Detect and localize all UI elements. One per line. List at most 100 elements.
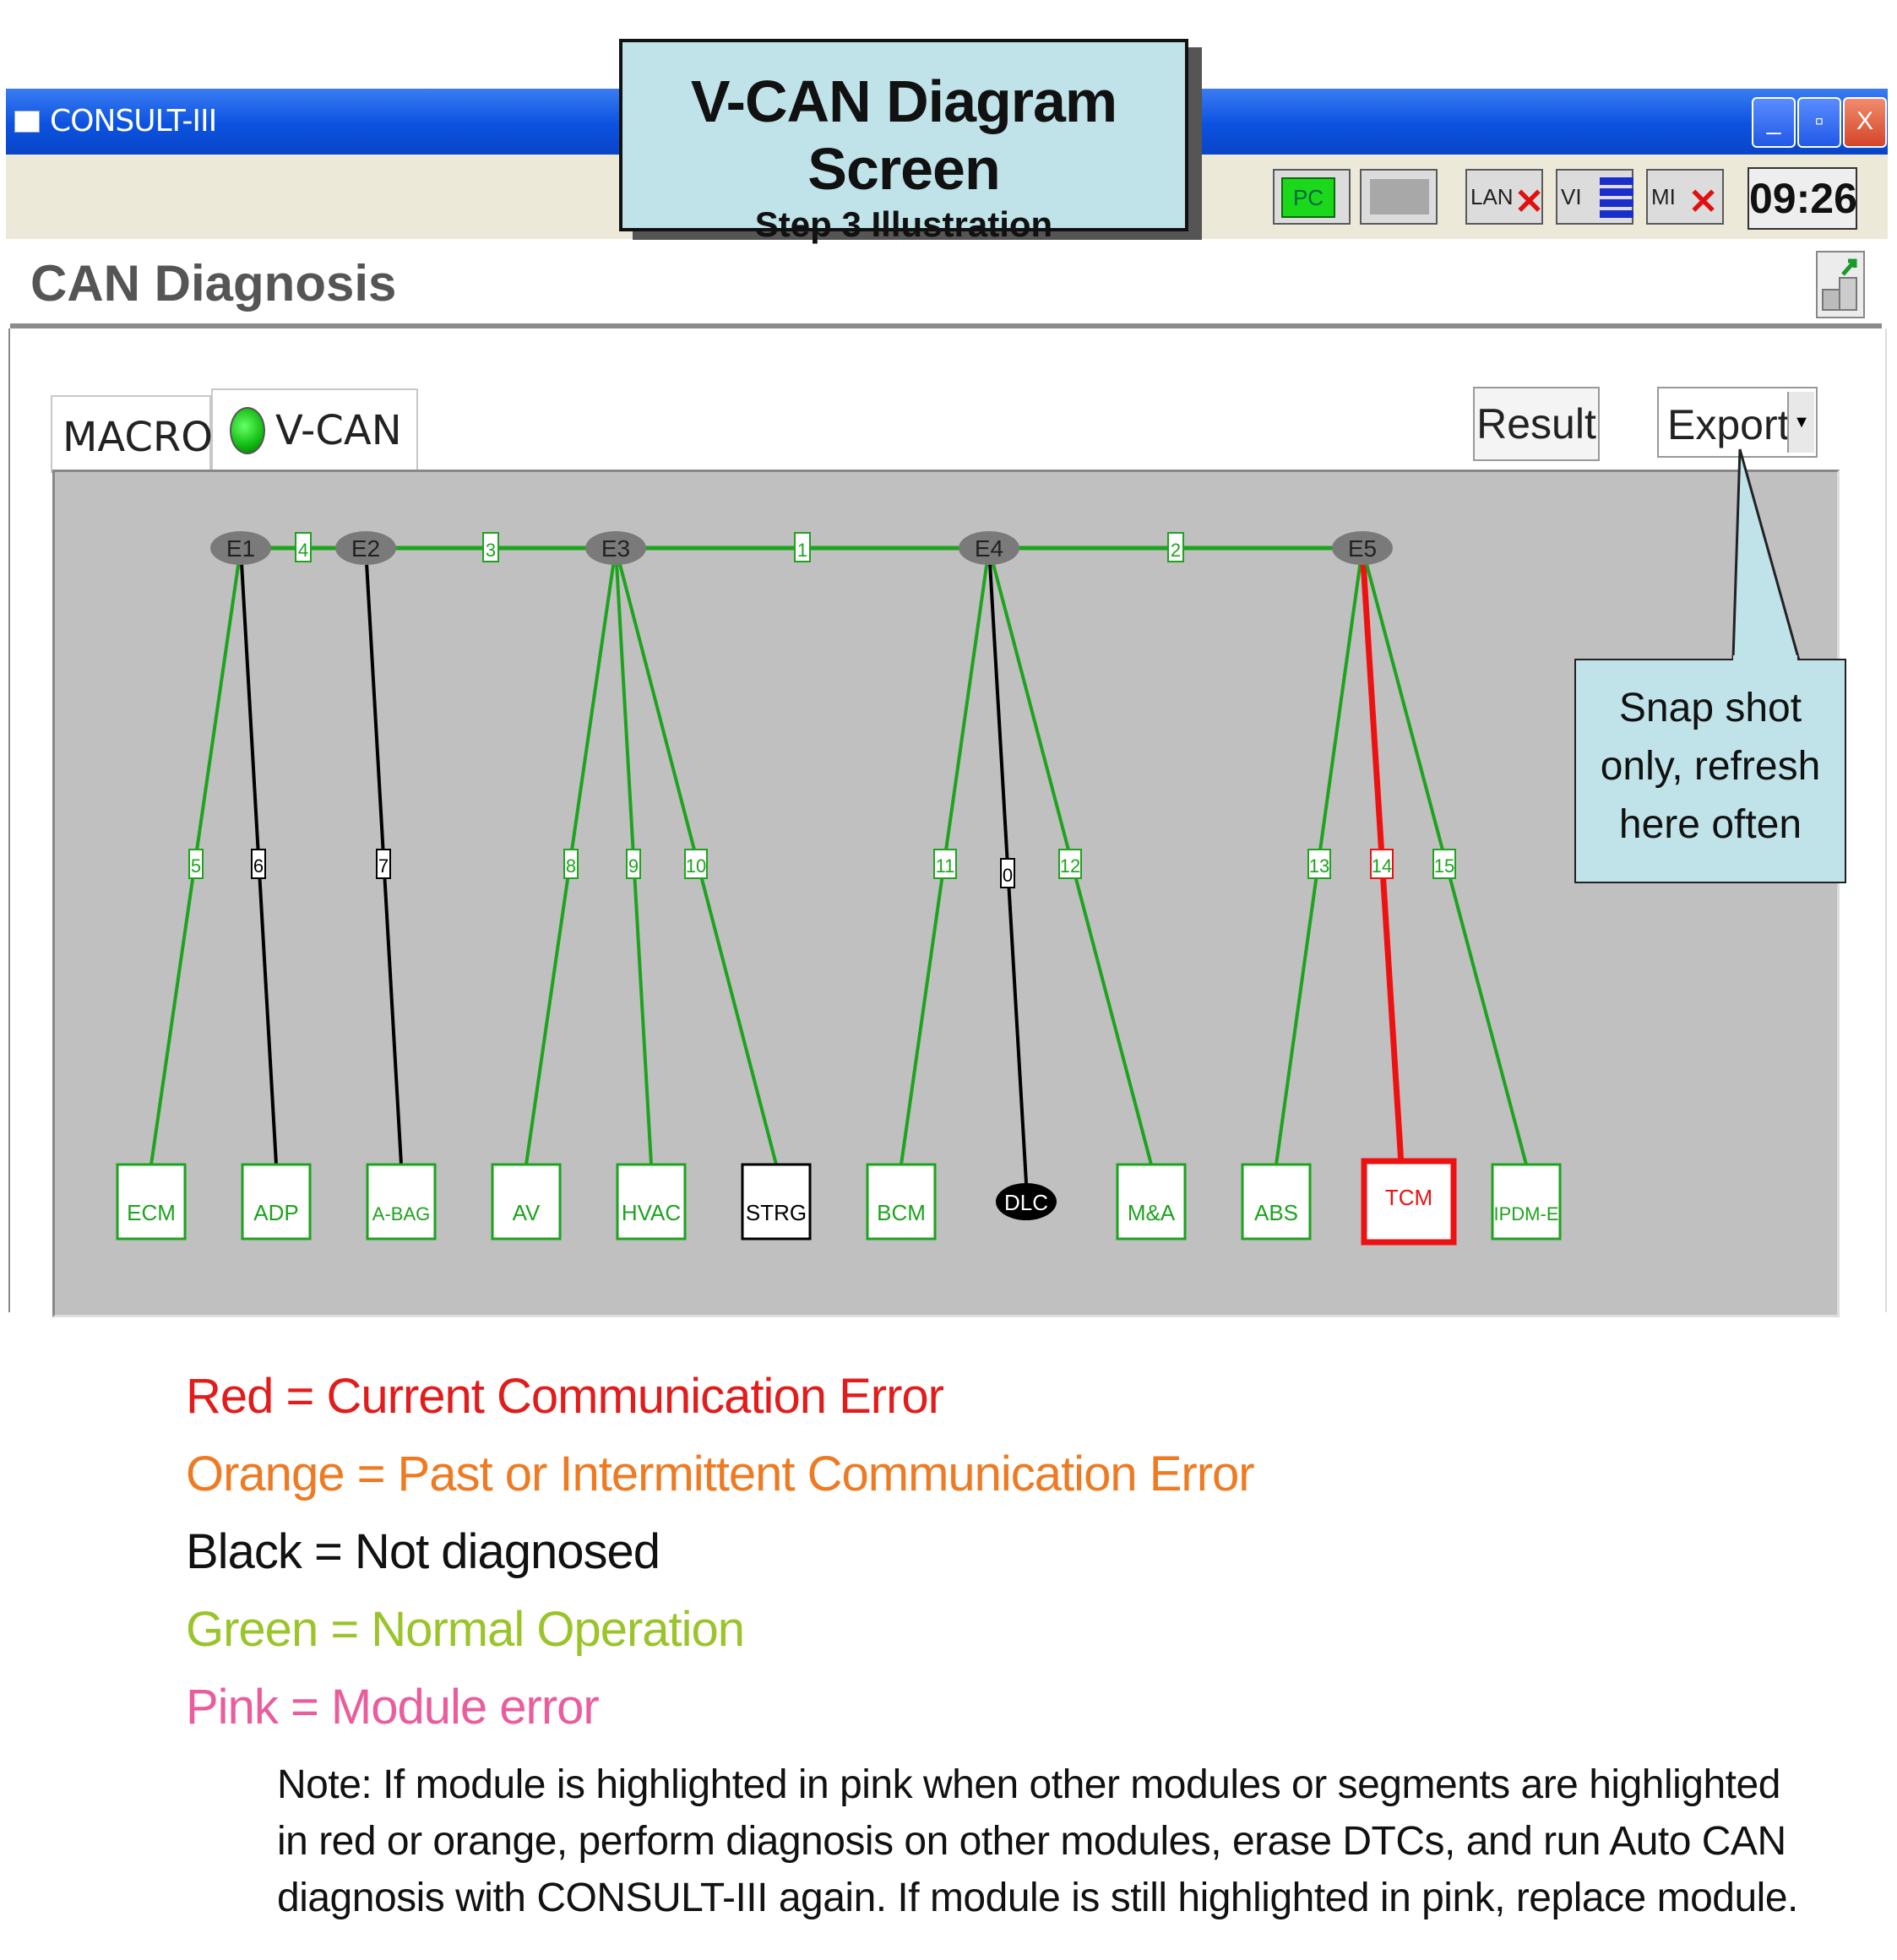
junction-node (585, 531, 646, 565)
legend-red: Red = Current Communication Error (186, 1369, 944, 1424)
junction-node (1332, 531, 1393, 565)
branch-label: 0 (1003, 865, 1013, 886)
chevron-down-icon[interactable]: ▼ (1787, 392, 1814, 453)
module-label: DLC (1004, 1190, 1048, 1215)
tab-macro[interactable]: MACRO (51, 395, 214, 473)
module-box (491, 1163, 562, 1241)
module-label: ECM (127, 1200, 176, 1225)
illustration-title-box: V-CAN Diagram Screen Step 3 Illustration (619, 39, 1188, 244)
branch-label: 7 (378, 855, 389, 877)
branch-label-box (1058, 849, 1082, 879)
branch-label-box (1370, 849, 1394, 879)
illustration-title: V-CAN Diagram Screen (690, 68, 1117, 202)
pc-battery-icon: PC (1281, 177, 1335, 218)
junction-node (335, 531, 396, 565)
illustration-subtitle: Step 3 Illustration (754, 204, 1053, 244)
branch-label-box (376, 849, 391, 879)
disconnected-x-icon: ✕ (1514, 182, 1545, 221)
mi-label: MI (1651, 184, 1676, 209)
vi-status-button[interactable]: VI (1556, 169, 1633, 225)
module-label: AV (513, 1200, 541, 1225)
segment-label-box (482, 532, 499, 562)
branch-label-box (1000, 858, 1015, 888)
battery-icon (1370, 179, 1429, 214)
clock-display: 09:26 (1748, 167, 1857, 230)
module-box (866, 1163, 937, 1241)
module-label: BCM (877, 1200, 926, 1225)
module-box (1491, 1163, 1562, 1241)
segment-label-box (295, 532, 312, 562)
branch-label-box (1432, 849, 1456, 879)
module-box (1241, 1163, 1312, 1241)
junction-label: E3 (601, 535, 630, 562)
legend-orange: Orange = Past or Intermittent Communicat… (186, 1447, 1255, 1501)
branch-label: 5 (191, 855, 201, 877)
callout-join (1733, 655, 1797, 660)
minimize-button[interactable]: _ (1752, 97, 1796, 148)
module-label: IPDM-E (1494, 1203, 1559, 1224)
module-box (1361, 1158, 1457, 1246)
branch-label-box (933, 849, 957, 879)
segment-label: 3 (486, 540, 496, 561)
mi-status-button[interactable]: MI ✕ (1646, 169, 1724, 225)
disconnected-x-icon: ✕ (1688, 182, 1719, 221)
segment-label: 4 (298, 540, 308, 561)
lan-label: LAN (1470, 184, 1514, 209)
vi-signal-icon (1600, 177, 1633, 218)
module-dlc-connector (996, 1183, 1057, 1220)
module-label: ADP (253, 1200, 298, 1225)
tab-v-can[interactable]: V-CAN (211, 388, 418, 473)
segment-label-box (794, 532, 811, 562)
junction-label: E2 (351, 535, 380, 562)
tab-macro-label: MACRO (63, 414, 214, 461)
branch-label-box (684, 849, 708, 879)
branch-label: 12 (1060, 855, 1080, 877)
module-box (241, 1163, 312, 1241)
navigation-step-icon[interactable] (1816, 251, 1865, 318)
restore-button[interactable]: ▫ (1797, 97, 1841, 148)
segment-label: 1 (797, 540, 807, 561)
branch-label: 9 (628, 855, 639, 877)
module-label: STRG (746, 1200, 807, 1225)
pc-status-button[interactable]: PC (1273, 169, 1351, 225)
junction-label: E5 (1348, 535, 1377, 562)
close-button[interactable]: X (1843, 97, 1887, 148)
branch-label: 11 (936, 855, 955, 877)
note-text: Note: If module is highlighted in pink w… (277, 1762, 1798, 1920)
module-box (1116, 1163, 1187, 1241)
junction-node (210, 531, 271, 565)
legend-black: Black = Not diagnosed (186, 1524, 660, 1579)
lan-status-button[interactable]: LAN ✕ (1465, 169, 1545, 225)
module-box (366, 1163, 437, 1241)
module-label: A-BAG (372, 1203, 430, 1224)
page-title: CAN Diagnosis (30, 255, 397, 312)
result-button[interactable]: Result (1473, 387, 1600, 461)
battery-status-button[interactable] (1360, 169, 1438, 225)
callout-line: Snap shot (1618, 686, 1802, 730)
branch-label-box (251, 849, 266, 879)
snapshot-callout: Snap shot only, refresh here often (1574, 659, 1846, 883)
branch-label-box (1307, 849, 1331, 879)
branch-label: 15 (1434, 855, 1454, 877)
module-label: HVAC (622, 1200, 681, 1225)
branch-label: 14 (1372, 855, 1392, 877)
module-label: ABS (1254, 1200, 1298, 1225)
callout-line: here often (1618, 802, 1802, 847)
junction-node (959, 531, 1019, 565)
export-dropdown[interactable]: Export ▼ (1657, 387, 1818, 458)
module-box (116, 1163, 187, 1241)
export-label: Export (1667, 401, 1790, 448)
module-label: TCM (1385, 1185, 1432, 1210)
segment-label: 2 (1171, 540, 1181, 561)
app-window-icon (14, 111, 40, 133)
vi-label: VI (1561, 184, 1582, 209)
junction-label: E1 (226, 535, 255, 562)
branch-label: 10 (686, 855, 706, 877)
branch-label: 6 (253, 855, 264, 877)
branch-label-box (626, 849, 641, 879)
callout-line: only, refresh (1600, 744, 1821, 789)
tab-v-can-label: V-CAN (275, 407, 402, 454)
segment-label-box (1167, 532, 1184, 562)
